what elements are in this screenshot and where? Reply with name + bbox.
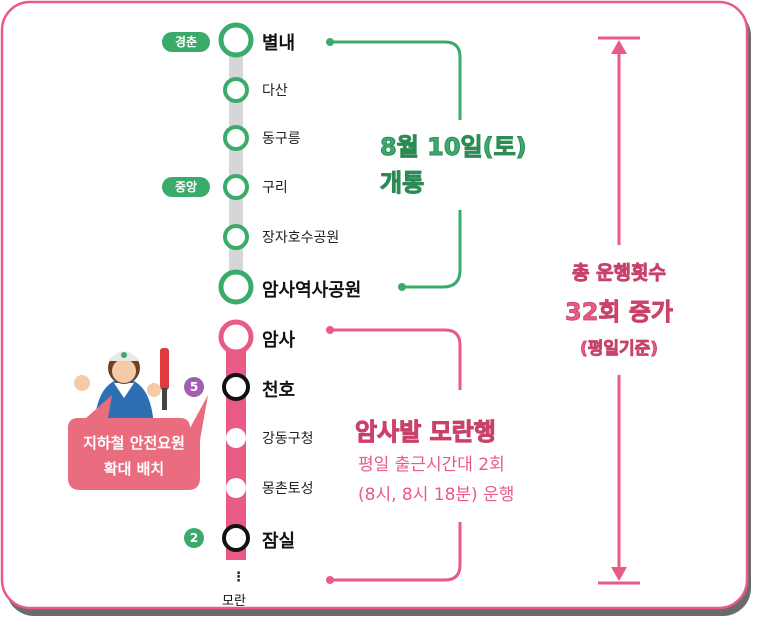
station-circle-mongchon xyxy=(226,478,246,498)
transfer-badge-line5: 5 xyxy=(184,377,204,397)
station-circle-jangja xyxy=(223,224,249,250)
station-name-byeollae: 별내 xyxy=(262,33,296,54)
bracket-green-top xyxy=(330,40,462,120)
line-tag-jungang: 중앙 xyxy=(162,177,210,197)
terminus-label: 모란 xyxy=(222,594,246,609)
transfer-badge-line2: 2 xyxy=(184,528,204,548)
station-circle-byeollae xyxy=(218,22,254,58)
station-circle-donggureung xyxy=(223,125,249,151)
safety-callout-line2: 확대 배치 xyxy=(103,460,165,478)
opening-date: 8월 10일(토) xyxy=(380,133,528,162)
bracket-pink-top xyxy=(330,328,462,390)
station-circle-jamsil xyxy=(222,524,250,552)
terminus-dots: ⋮ xyxy=(232,570,245,585)
station-circle-amsa-historic xyxy=(218,269,254,305)
station-name-guri: 구리 xyxy=(262,180,288,196)
station-circle-guri xyxy=(223,174,249,200)
station-name-jamsil: 잠실 xyxy=(262,531,296,552)
opening-label: 개통 xyxy=(379,169,425,198)
station-name-gangdong: 강동구청 xyxy=(262,431,314,447)
arrow-head-down xyxy=(611,567,627,581)
bracket-pink-dot-bottom xyxy=(326,576,334,584)
bracket-pink-bottom xyxy=(330,522,462,582)
bracket-green-dot-bottom xyxy=(398,283,406,291)
station-circle-gangdong xyxy=(226,428,246,448)
station-circle-cheonho xyxy=(222,373,250,401)
amsa-service-line2: (8시, 8시 18분) 운행 xyxy=(358,485,515,505)
total-line2: 32회 증가 xyxy=(565,298,674,327)
station-name-amsa-historic: 암사역사공원 xyxy=(262,280,362,301)
line-tag-gyeongchun: 경춘 xyxy=(162,32,210,52)
total-line3: (평일기준) xyxy=(579,339,659,360)
station-circle-amsa xyxy=(218,319,254,355)
station-name-cheonho: 천호 xyxy=(262,380,296,401)
amsa-service-title: 암사발 모란행 xyxy=(355,418,497,447)
total-line1: 총 운행횟수 xyxy=(571,262,667,285)
safety-callout-shape xyxy=(68,395,208,490)
station-name-amsa: 암사 xyxy=(262,330,296,351)
arrow-head-up xyxy=(611,40,627,54)
station-name-dasan: 다산 xyxy=(262,83,288,99)
station-name-mongchon: 몽촌토성 xyxy=(262,481,314,497)
station-circle-dasan xyxy=(223,77,249,103)
station-name-jangja: 장자호수공원 xyxy=(262,230,340,246)
bracket-green-bottom xyxy=(402,210,462,289)
amsa-service-line1: 평일 출근시간대 2회 xyxy=(358,455,505,475)
safety-callout-line1: 지하철 안전요원 xyxy=(83,434,185,452)
station-name-donggureung: 동구릉 xyxy=(262,131,301,147)
